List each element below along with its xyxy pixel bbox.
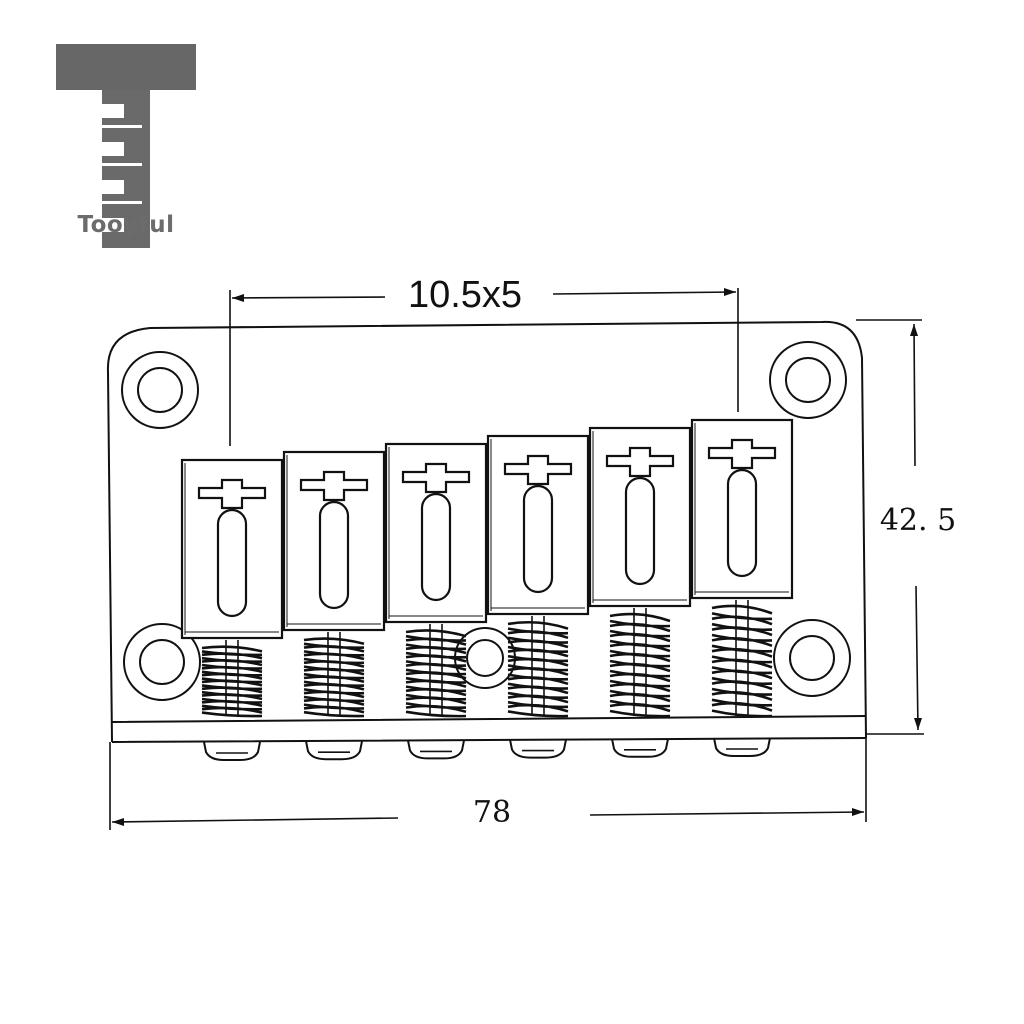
- saddle-spring: [201, 640, 263, 718]
- saddle-spring: [609, 608, 671, 718]
- logo-key: [102, 218, 124, 232]
- dimension-label-height: 42. 5: [879, 503, 957, 538]
- mounting-hole-bottom-right: [773, 619, 851, 697]
- dimension-height: [856, 319, 924, 735]
- mounting-hole-bottom-left: [123, 623, 201, 701]
- mounting-hole-top-left: [121, 351, 199, 429]
- saddle-string-notch: [605, 446, 675, 478]
- dimension-lines: [109, 288, 924, 830]
- screw-head: [407, 740, 465, 760]
- mounting-hole-top-right: [769, 341, 847, 419]
- saddle-string-notch: [707, 438, 777, 470]
- logo-t-crossbar: [56, 44, 196, 90]
- baseplate-front-edge: [111, 715, 867, 743]
- logo-key: [102, 142, 124, 156]
- saddle-slot: [420, 492, 452, 602]
- logo-key: [102, 104, 124, 118]
- saddle-string-notch: [197, 478, 267, 510]
- logo-key: [102, 180, 124, 194]
- saddle-5: [588, 426, 692, 608]
- saddle-slot: [216, 508, 248, 618]
- brand-name: Tooyful: [77, 212, 175, 238]
- logo-key-gap: [102, 201, 142, 204]
- saddle-slot: [522, 484, 554, 594]
- saddle-spring: [405, 624, 467, 718]
- saddle-string-notch: [503, 454, 573, 486]
- saddle-spring: [507, 616, 569, 718]
- dimension-width: [109, 738, 867, 830]
- string-saddles: [180, 418, 794, 640]
- bridge-baseplate: [106, 320, 867, 743]
- saddle-spring: [711, 600, 773, 718]
- saddle-slot: [624, 476, 656, 586]
- saddle-4: [486, 434, 590, 616]
- saddle-springs: [201, 600, 773, 718]
- saddle-slot: [318, 500, 350, 610]
- saddle-3: [384, 442, 488, 624]
- baseplate-outline: [106, 320, 867, 743]
- screw-head: [611, 738, 669, 758]
- intonation-screw-heads: [203, 737, 771, 761]
- logo-key-gap: [102, 163, 142, 166]
- saddle-string-notch: [401, 462, 471, 494]
- screw-head: [713, 737, 771, 757]
- saddle-2: [282, 450, 386, 632]
- dimension-label-saddle-spacing: 10.5x5: [407, 274, 523, 316]
- saddle-string-notch: [299, 470, 369, 502]
- logo-key-gap: [102, 125, 142, 128]
- brand-logo: Tooyful: [56, 44, 198, 254]
- screw-head: [203, 741, 261, 761]
- logo-piano-keys-stem: [102, 90, 150, 248]
- saddle-1: [180, 458, 284, 640]
- screw-head: [509, 739, 567, 759]
- dimension-saddle-spacing: [229, 288, 739, 446]
- dimension-label-width: 78: [472, 795, 512, 830]
- saddle-spring: [303, 632, 365, 718]
- screw-head: [305, 741, 363, 761]
- saddle-6: [690, 418, 794, 600]
- saddle-slot: [726, 468, 758, 578]
